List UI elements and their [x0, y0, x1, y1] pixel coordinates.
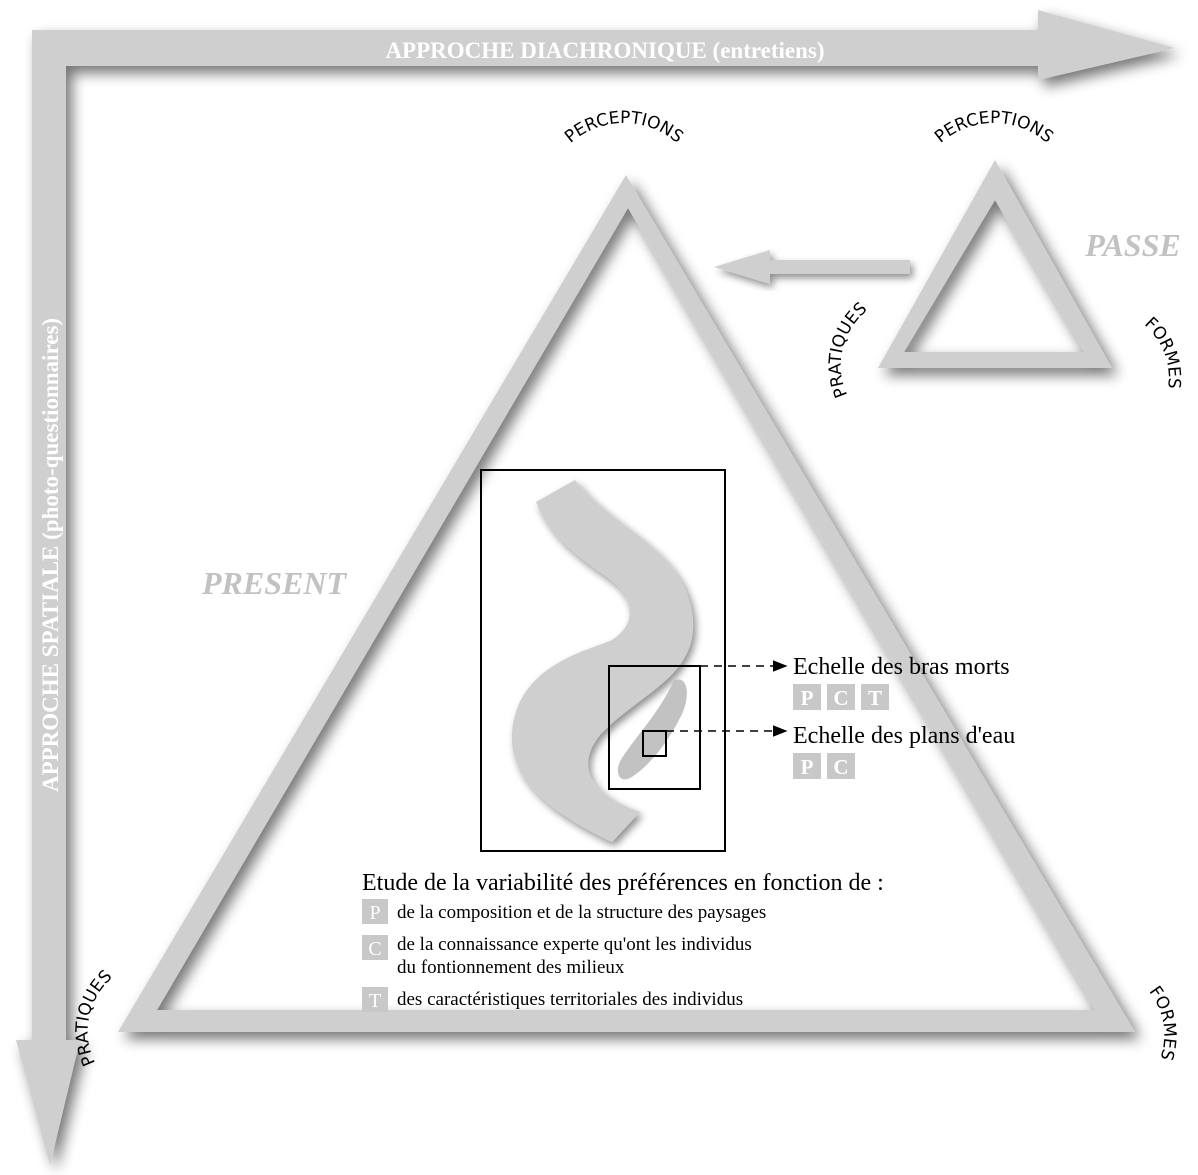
horizontal-axis-label: APPROCHE DIACHRONIQUE (entretiens) — [385, 38, 824, 63]
badge-p: P — [801, 686, 814, 710]
study-title: Etude de la variabilité des préférences … — [362, 870, 884, 896]
svg-text:PERCEPTIONS: PERCEPTIONS — [931, 108, 1057, 147]
river-frame — [480, 469, 726, 852]
badge-t: T — [868, 686, 882, 710]
study-badge-p: P — [369, 902, 380, 924]
passe-formes-label: FORMES — [1140, 313, 1184, 389]
present-label: PRESENT — [201, 565, 347, 601]
present-pratiques-label: PRATIQUES — [72, 966, 116, 1069]
scale-bras-morts-label: Echelle des bras morts — [793, 654, 1010, 680]
scale-bras-morts-badges: P C T — [793, 684, 889, 710]
passe-pratiques-label: PRATIQUES — [826, 299, 871, 401]
passe-label: PASSE — [1084, 227, 1180, 263]
svg-text:PRATIQUES: PRATIQUES — [72, 966, 116, 1069]
study-item-c-line2: du fontionnement des milieux — [397, 957, 625, 978]
svg-text:PERCEPTIONS: PERCEPTIONS — [561, 108, 687, 147]
badge-p: P — [801, 755, 814, 779]
study-badge-t: T — [369, 990, 381, 1012]
time-arrow — [714, 250, 910, 284]
svg-text:FORMES: FORMES — [1145, 982, 1180, 1062]
study-item-c: C de la connaissance experte qu'ont les … — [362, 934, 752, 978]
bras-morts-frame — [608, 665, 701, 790]
present-formes-label: FORMES — [1145, 982, 1180, 1062]
badge-c: C — [833, 686, 848, 710]
svg-text:PRATIQUES: PRATIQUES — [826, 299, 871, 401]
passe-perceptions-label: PERCEPTIONS — [931, 108, 1057, 147]
svg-text:FORMES: FORMES — [1140, 313, 1184, 389]
scale-plans-eau-badges: P C — [793, 753, 855, 779]
badge-c: C — [833, 755, 848, 779]
vertical-axis-label: APPROCHE SPATIALE (photo-questionnaires) — [38, 318, 63, 792]
study-item-p-text: de la composition et de la structure des… — [397, 902, 766, 923]
study-item-c-line1: de la connaissance experte qu'ont les in… — [397, 934, 752, 955]
river-shape — [511, 480, 694, 842]
oxbow-shape — [617, 679, 687, 780]
passe-triangle — [878, 160, 1112, 368]
study-badge-c: C — [368, 938, 381, 960]
scale-plans-eau-label: Echelle des plans d'eau — [793, 723, 1015, 749]
present-perceptions-label: PERCEPTIONS — [561, 108, 687, 147]
plans-eau-frame — [642, 730, 667, 757]
study-item-p: P de la composition et de la structure d… — [362, 899, 766, 924]
study-item-t-text: des caractéristiques territoriales des i… — [397, 989, 743, 1010]
study-item-t: T des caractéristiques territoriales des… — [362, 987, 743, 1012]
